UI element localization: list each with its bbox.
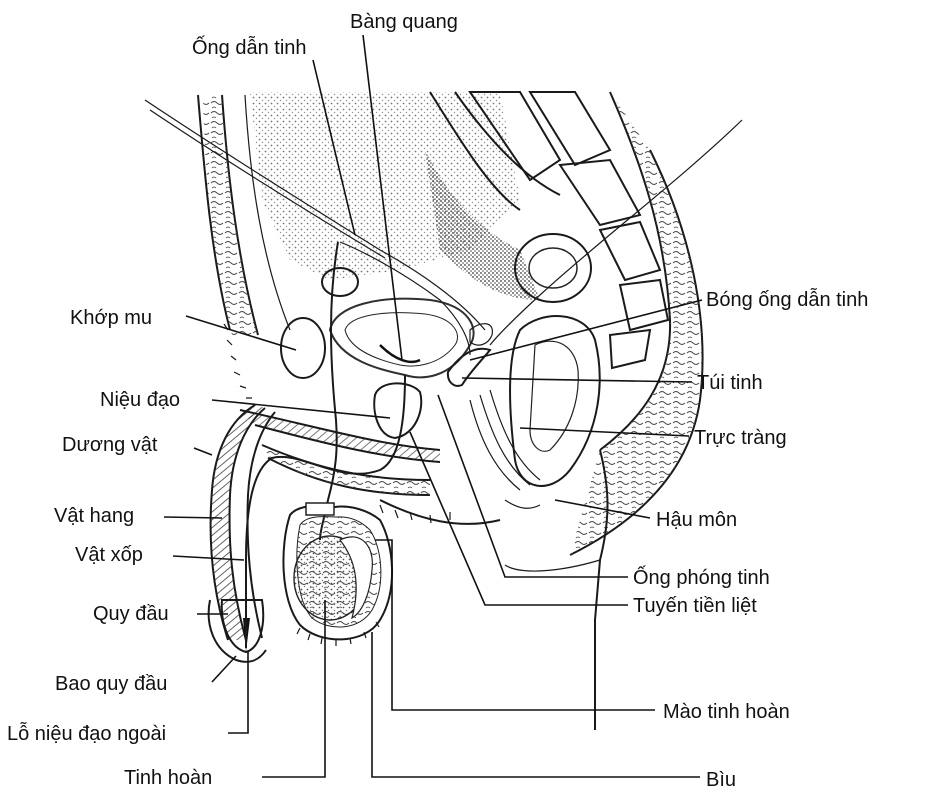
label-vat-hang: Vật hang (54, 505, 134, 527)
label-bong-ong-dan-tinh: Bóng ống dẫn tinh (706, 288, 868, 311)
label-hau-mon: Hậu môn (656, 509, 737, 531)
leader-vat-hang (164, 517, 222, 518)
label-bao-quy-dau: Bao quy đầu (55, 673, 167, 695)
label-tuyen-tien-liet: Tuyến tiền liệt (633, 595, 757, 617)
label-ong-phong-tinh: Ống phóng tinh (633, 565, 770, 589)
label-tui-tinh: Túi tinh (697, 372, 763, 394)
label-mao-tinh-hoan: Mào tinh hoàn (663, 701, 790, 723)
label-truc-trang: Trực tràng (694, 427, 787, 449)
leader-tinh-hoan (262, 600, 325, 777)
label-lo-nieu-dao-ngoai: Lỗ niệu đạo ngoài (7, 722, 166, 745)
pubic-bone (281, 268, 358, 378)
scrotum (283, 503, 392, 646)
label-tinh-hoan: Tinh hoàn (124, 767, 212, 789)
leader-lo-nieu-dao-ngoai (228, 652, 248, 733)
label-biu: Bìu (706, 769, 736, 791)
leader-nieu-dao (212, 400, 390, 418)
label-vat-xop: Vật xốp (75, 544, 143, 566)
label-ong-dan-tinh: Ống dẫn tinh (192, 35, 307, 59)
label-quy-dau: Quy đầu (93, 603, 169, 625)
label-bang-quang: Bàng quang (350, 11, 458, 33)
leader-mao-tinh-hoan (375, 540, 655, 710)
prostate (374, 383, 421, 438)
label-nieu-dao: Niệu đạo (100, 389, 180, 411)
leader-duong-vat (194, 448, 212, 455)
leader-vat-xop (173, 556, 244, 560)
leader-bao-quy-dau (212, 656, 236, 682)
label-khop-mu: Khớp mu (70, 307, 152, 329)
leader-biu (372, 632, 700, 777)
label-duong-vat: Dương vật (62, 434, 158, 456)
